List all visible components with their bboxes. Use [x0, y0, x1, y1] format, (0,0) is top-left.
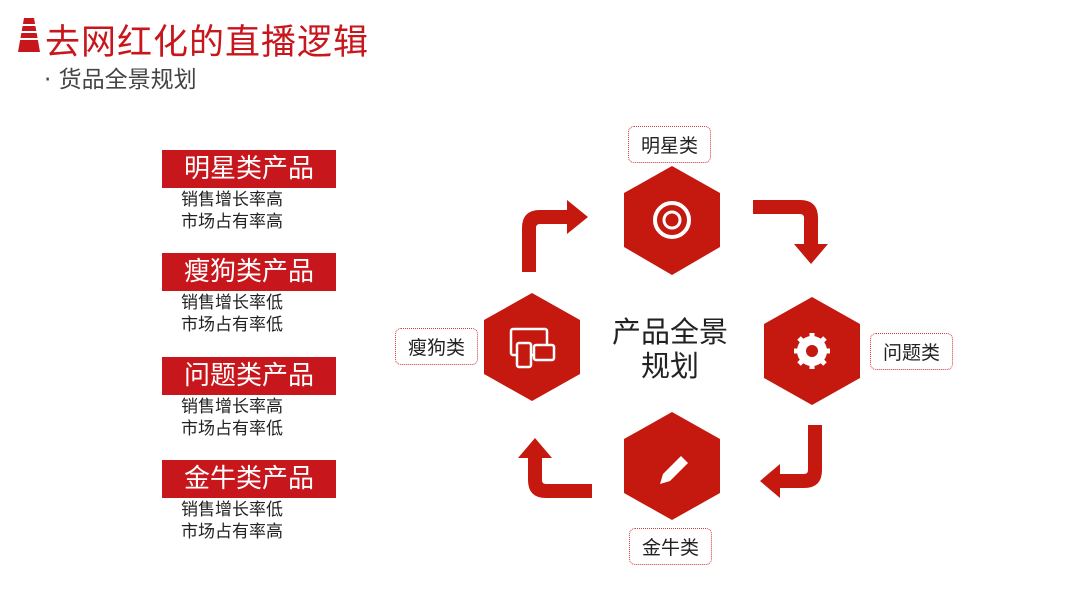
devices-icon [509, 327, 556, 369]
center-line: 产品全景 [611, 315, 728, 349]
category-line: 市场占有率高 [181, 212, 283, 232]
category-label: 问题类产品 [162, 357, 336, 395]
logo-icon [18, 18, 40, 52]
category-question: 问题类产品 销售增长率高 市场占有率低 [162, 357, 336, 439]
category-label: 金牛类产品 [162, 460, 336, 498]
lifebuoy-icon [653, 201, 691, 239]
center-line: 规划 [640, 349, 699, 383]
arrow-bottom-to-left [518, 438, 592, 498]
category-line: 市场占有率低 [181, 315, 283, 335]
node-label-left: 瘦狗类 [395, 328, 479, 365]
arrow-left-to-top [522, 200, 588, 272]
gear-icon [794, 333, 830, 369]
category-label: 明星类产品 [162, 150, 336, 188]
page-title: 去网红化的直播逻辑 [45, 23, 370, 63]
category-line: 市场占有率高 [181, 522, 283, 542]
category-cow: 金牛类产品 销售增长率低 市场占有率高 [162, 460, 336, 542]
arrow-right-to-bottom [760, 425, 822, 498]
node-label-right: 问题类 [870, 333, 954, 370]
pencil-icon [660, 456, 688, 484]
page-subtitle: · 货品全景规划 [44, 67, 197, 93]
category-star: 明星类产品 销售增长率高 市场占有率高 [162, 150, 336, 232]
category-dog: 瘦狗类产品 销售增长率低 市场占有率低 [162, 253, 336, 335]
node-label-top: 明星类 [628, 126, 712, 163]
category-label: 瘦狗类产品 [162, 253, 336, 291]
node-label-bottom: 金牛类 [629, 528, 713, 565]
category-line: 销售增长率高 [181, 397, 283, 417]
category-line: 销售增长率低 [181, 500, 283, 520]
category-line: 销售增长率低 [181, 293, 283, 313]
hex-top [624, 166, 720, 275]
category-line: 市场占有率低 [181, 419, 283, 439]
arrow-top-to-right [753, 200, 828, 264]
cycle-center-label: 产品全景 规划 [600, 315, 740, 383]
category-line: 销售增长率高 [181, 190, 283, 210]
